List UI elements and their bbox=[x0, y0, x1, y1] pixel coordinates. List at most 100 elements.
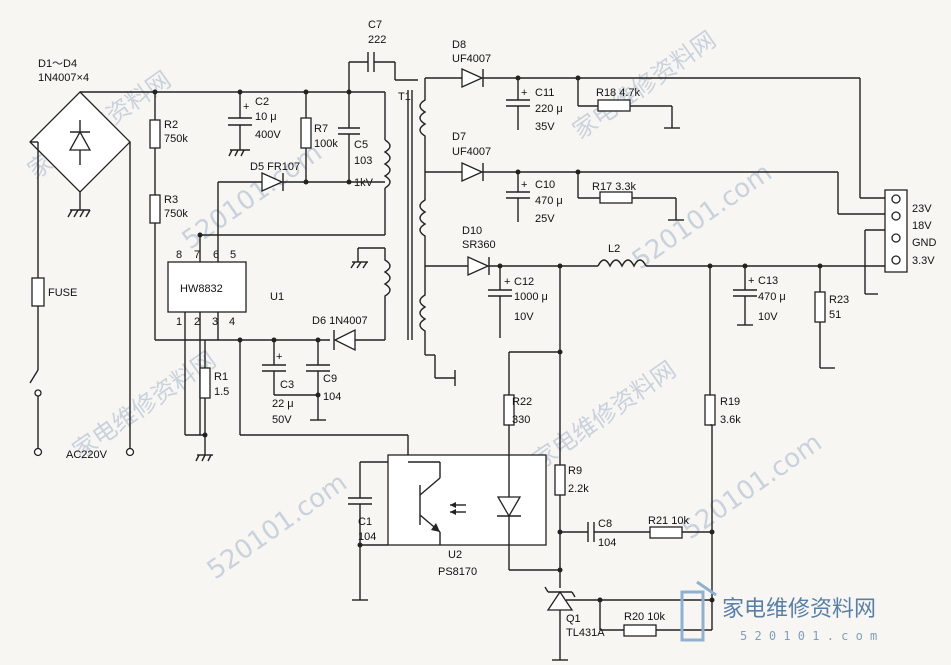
c11-voltage: 35V bbox=[535, 121, 555, 133]
r2-value: 750k bbox=[164, 133, 188, 145]
ac-label: AC220V bbox=[66, 449, 108, 461]
pin-label: 5 bbox=[230, 249, 236, 261]
d10-value: SR360 bbox=[462, 239, 496, 251]
c9-value: 104 bbox=[323, 391, 341, 403]
q1-value: TL431A bbox=[566, 627, 605, 639]
d5-label: D5 FR107 bbox=[250, 161, 300, 173]
transformer-primary bbox=[383, 139, 391, 189]
resistor-r2 bbox=[149, 119, 161, 149]
resistor-r19 bbox=[704, 394, 716, 426]
c7-label: C7 bbox=[368, 19, 382, 31]
r18-label: R18 4.7k bbox=[596, 87, 641, 99]
transformer-secondary bbox=[419, 78, 427, 355]
c13-label: C13 bbox=[758, 275, 778, 287]
c10-value: 470 μ bbox=[535, 195, 563, 207]
svg-text:+: + bbox=[504, 276, 510, 288]
c12-voltage: 10V bbox=[514, 311, 534, 323]
c5-voltage: 1kV bbox=[354, 177, 374, 189]
output-connector bbox=[884, 189, 908, 273]
connector-pin-gnd: GND bbox=[912, 237, 937, 249]
r7-value: 100k bbox=[314, 138, 338, 150]
ground-symbol bbox=[67, 209, 91, 218]
c5-value: 103 bbox=[354, 155, 372, 167]
u1-chip-label: HW8832 bbox=[180, 283, 223, 295]
bridge-type-label: 1N4007×4 bbox=[38, 72, 89, 84]
logo-cn: 家电维修资料网 bbox=[722, 597, 876, 622]
shunt-regulator-q1 bbox=[546, 590, 574, 611]
c2-label: C2 bbox=[255, 96, 269, 108]
site-logo: 家电维修资料网 5 2 0 1 0 1 . c o m bbox=[680, 580, 877, 643]
c13-value: 470 μ bbox=[758, 291, 786, 303]
d8-value: UF4007 bbox=[452, 53, 491, 65]
resistor-r18 bbox=[597, 99, 631, 112]
logo-domain: 5 2 0 1 0 1 . c o m bbox=[740, 629, 877, 643]
r23-value: 51 bbox=[829, 309, 841, 321]
l2-label: L2 bbox=[608, 243, 620, 255]
watermark-cn: 家电维修资料网 bbox=[567, 26, 721, 145]
q1-label: Q1 bbox=[566, 613, 581, 625]
r19-value: 3.6k bbox=[720, 414, 741, 426]
inductor-l2 bbox=[597, 259, 647, 268]
c1-value: 104 bbox=[358, 531, 376, 543]
r9-value: 2.2k bbox=[568, 483, 589, 495]
d7-label: D7 bbox=[452, 131, 466, 143]
c2-voltage: 400V bbox=[255, 129, 281, 141]
svg-text:+: + bbox=[276, 351, 282, 363]
resistor-r9 bbox=[554, 464, 566, 496]
pin-label: 2 bbox=[194, 316, 200, 328]
r20-label: R20 10k bbox=[624, 611, 665, 623]
c10-voltage: 25V bbox=[535, 213, 555, 225]
resistor-r3 bbox=[149, 194, 161, 224]
pin-label: 8 bbox=[176, 249, 182, 261]
resistor-r7 bbox=[300, 117, 312, 149]
ac-terminal-right bbox=[125, 447, 135, 457]
bridge-label: D1～D4 bbox=[38, 58, 77, 70]
r21-label: R21 10k bbox=[648, 515, 689, 527]
watermark-cn: 家电维修资料网 bbox=[67, 346, 221, 465]
ic-u1 bbox=[167, 261, 247, 313]
ac-terminal-left bbox=[33, 447, 43, 457]
c3-label: C3 bbox=[280, 379, 294, 391]
watermark-domain: 520101.com bbox=[202, 468, 353, 586]
c5-label: C5 bbox=[354, 139, 368, 151]
d6-label: D6 1N4007 bbox=[312, 315, 368, 327]
pin-label: 7 bbox=[194, 249, 200, 261]
watermark-domain: 520101.com bbox=[627, 158, 778, 276]
u2-label: U2 bbox=[448, 549, 462, 561]
c3-voltage: 50V bbox=[272, 414, 292, 426]
svg-text:+: + bbox=[521, 179, 527, 191]
watermark-cn: 家电维修资料网 bbox=[527, 356, 681, 475]
pin-label: 6 bbox=[213, 249, 219, 261]
resistor-r21 bbox=[649, 526, 683, 539]
u2-value: PS8170 bbox=[438, 566, 477, 578]
optocoupler-u2 bbox=[387, 454, 547, 546]
svg-text:+: + bbox=[243, 101, 249, 113]
r1-value: 1.5 bbox=[214, 386, 229, 398]
c12-label: C12 bbox=[514, 276, 534, 288]
r3-label: R3 bbox=[164, 194, 178, 206]
connector-pin-23v: 23V bbox=[912, 203, 932, 215]
c11-value: 220 μ bbox=[535, 103, 563, 115]
resistor-r20 bbox=[623, 624, 657, 637]
c7-value: 222 bbox=[368, 34, 386, 46]
transformer-aux bbox=[383, 248, 391, 340]
d7-value: UF4007 bbox=[452, 146, 491, 158]
svg-text:+: + bbox=[748, 275, 754, 287]
r23-label: R23 bbox=[829, 294, 849, 306]
resistor-r1 bbox=[199, 367, 211, 399]
c8-value: 104 bbox=[598, 537, 616, 549]
fuse bbox=[31, 277, 45, 307]
r7-label: R7 bbox=[314, 123, 328, 135]
pin-label: 1 bbox=[176, 316, 182, 328]
r22-value: 330 bbox=[512, 414, 530, 426]
t1-label: T1 bbox=[398, 91, 411, 103]
r19-label: R19 bbox=[720, 396, 740, 408]
c9-label: C9 bbox=[323, 373, 337, 385]
r17-label: R17 3.3k bbox=[592, 181, 637, 193]
u1-label: U1 bbox=[270, 291, 284, 303]
resistor-r23 bbox=[814, 291, 826, 323]
r2-label: R2 bbox=[164, 119, 178, 131]
d8-label: D8 bbox=[452, 39, 466, 51]
c10-label: C10 bbox=[535, 179, 555, 191]
